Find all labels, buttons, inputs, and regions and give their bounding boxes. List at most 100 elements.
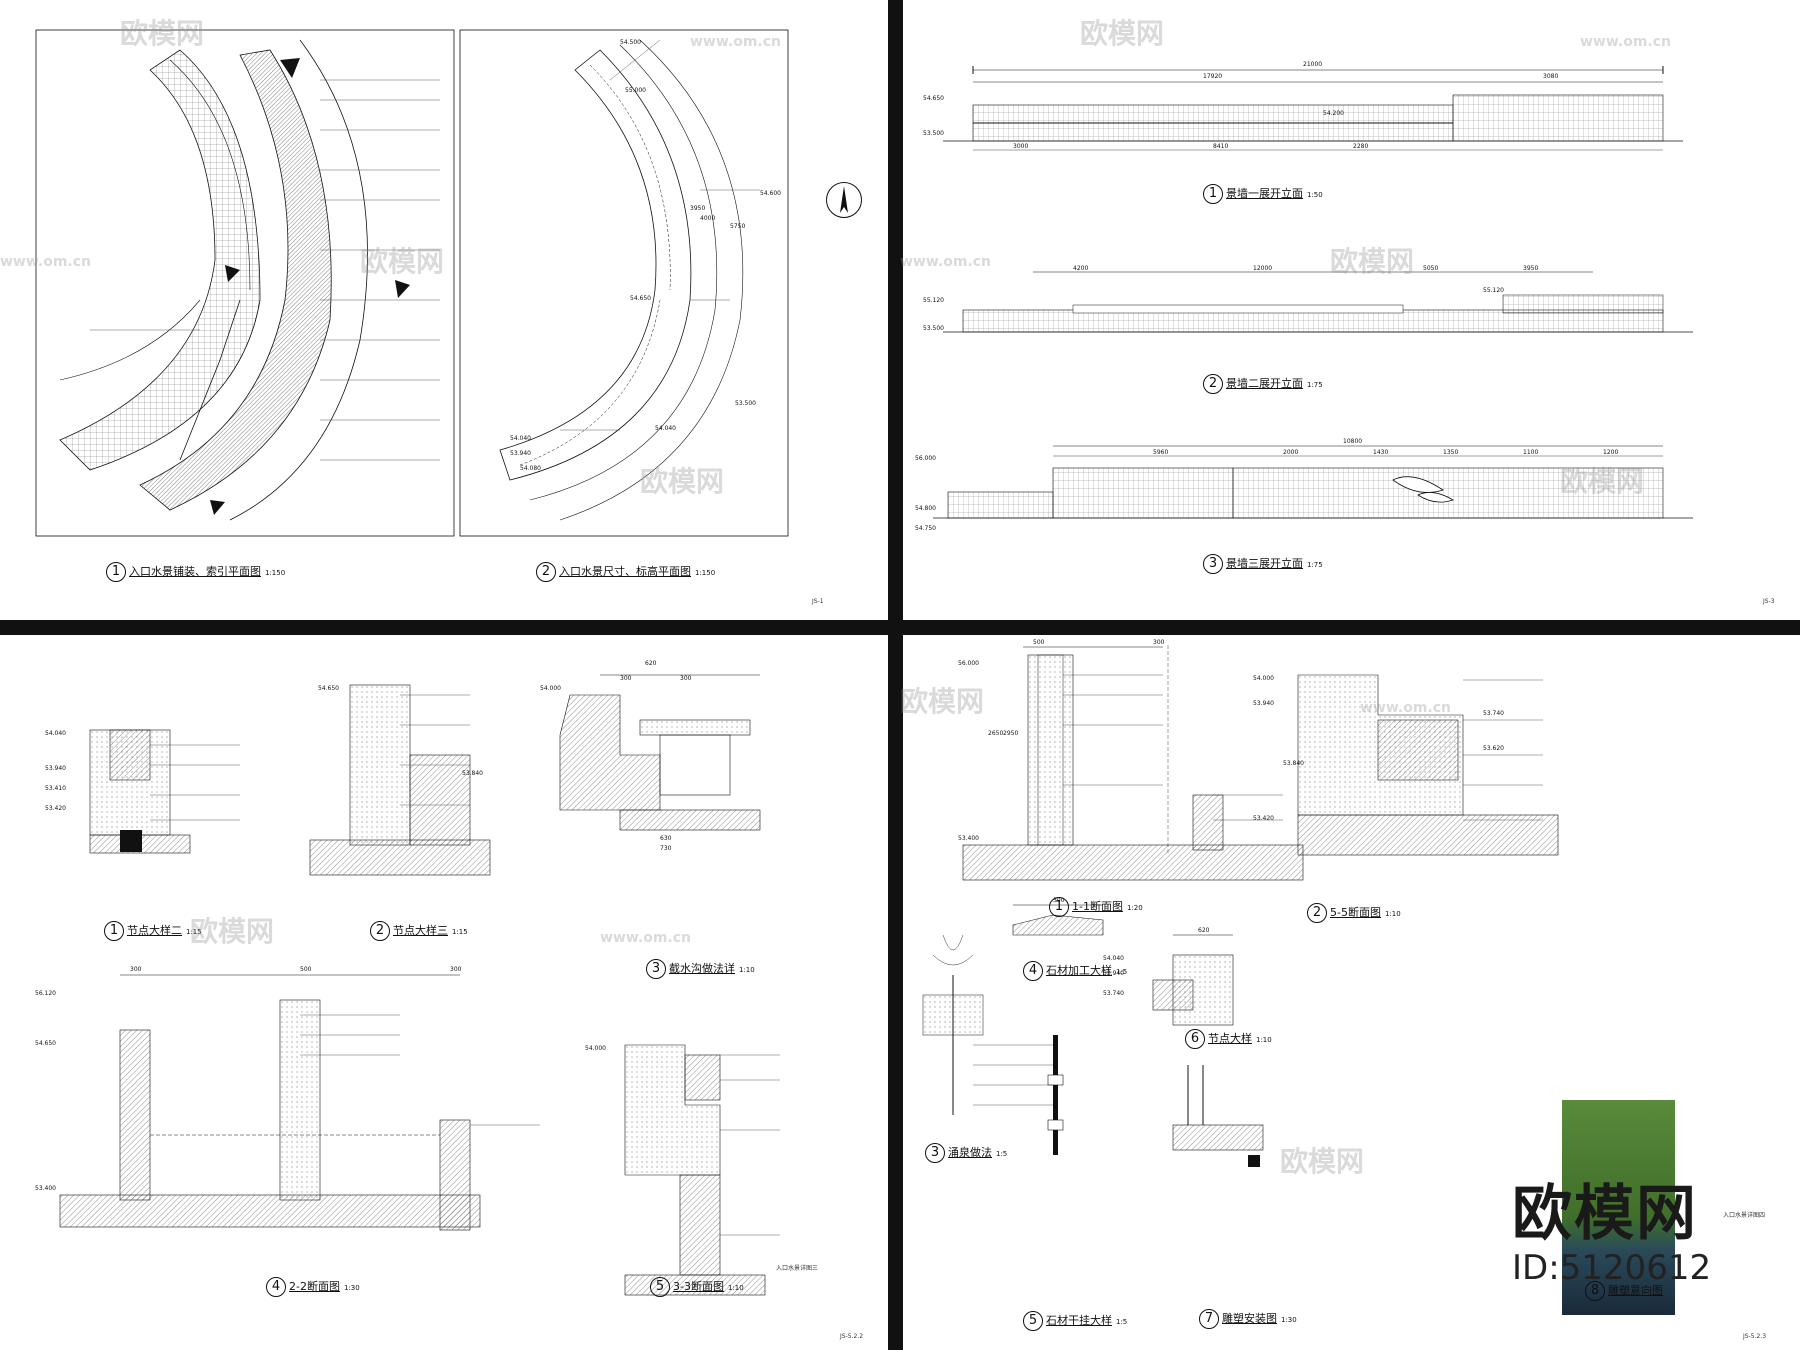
svg-text:300: 300 bbox=[620, 675, 632, 682]
section11-wall bbox=[1027, 654, 1074, 846]
brand-badge: 欧模网 ID:5120612 bbox=[1512, 1165, 1800, 1288]
svg-text:56.000: 56.000 bbox=[958, 660, 979, 667]
svg-text:1430: 1430 bbox=[1373, 449, 1388, 456]
svg-text:17920: 17920 bbox=[1203, 73, 1222, 80]
svg-text:5050: 5050 bbox=[1423, 265, 1438, 272]
svg-text:53.940: 53.940 bbox=[1253, 700, 1274, 707]
svg-text:5960: 5960 bbox=[1153, 449, 1168, 456]
watermark-url: www.om.cn bbox=[900, 254, 992, 270]
svg-text:55.120: 55.120 bbox=[1483, 287, 1504, 294]
svg-text:620: 620 bbox=[645, 660, 657, 667]
fountain-spray bbox=[932, 934, 974, 966]
svg-text:2650: 2650 bbox=[988, 730, 1003, 737]
svg-text:1350: 1350 bbox=[1443, 449, 1458, 456]
svg-text:53.400: 53.400 bbox=[35, 1185, 56, 1192]
svg-text:54.650: 54.650 bbox=[318, 685, 339, 692]
svg-text:2280: 2280 bbox=[1353, 143, 1368, 150]
svg-text:54.000: 54.000 bbox=[585, 1045, 606, 1052]
wall-3-right bbox=[1232, 467, 1664, 519]
svg-text:54.040: 54.040 bbox=[45, 730, 66, 737]
svg-text:53.940: 53.940 bbox=[1103, 970, 1124, 977]
elevation-drawings: 21000 17920 3080 3000 8410 2280 54.650 5… bbox=[915, 61, 1693, 532]
wall-1-right bbox=[1452, 94, 1664, 142]
svg-text:53.940: 53.940 bbox=[510, 450, 531, 457]
svg-text:53.500: 53.500 bbox=[735, 400, 756, 407]
svg-text:4200: 4200 bbox=[1073, 265, 1088, 272]
sheet-number: JS-5.2.2 bbox=[840, 1333, 864, 1340]
svg-text:3950: 3950 bbox=[690, 205, 705, 212]
plan1-frame bbox=[35, 29, 455, 537]
sheet-number: JS-5.2.3 bbox=[1743, 1333, 1767, 1340]
stone-profile bbox=[1012, 914, 1104, 936]
sheet-caption: 入口水景详图四 bbox=[1723, 1212, 1766, 1219]
svg-text:56.120: 56.120 bbox=[35, 990, 56, 997]
watermark-url: www.om.cn bbox=[0, 254, 92, 270]
watermark-url: www.om.cn bbox=[690, 34, 782, 50]
svg-text:10800: 10800 bbox=[1343, 438, 1362, 445]
svg-text:54.040: 54.040 bbox=[510, 435, 531, 442]
svg-text:56.000: 56.000 bbox=[915, 455, 936, 462]
svg-text:5750: 5750 bbox=[730, 223, 745, 230]
svg-text:53.740: 53.740 bbox=[1103, 990, 1124, 997]
watermark-url: www.om.cn bbox=[600, 930, 692, 946]
svg-text:300: 300 bbox=[130, 966, 142, 973]
sheet-4-details: 500 300 56.000 53.400 2650 2950 54.000 5… bbox=[903, 635, 1800, 1350]
svg-text:3950: 3950 bbox=[1523, 265, 1538, 272]
svg-text:53.420: 53.420 bbox=[45, 805, 66, 812]
watermark-url: www.om.cn bbox=[1580, 34, 1672, 50]
plan2-outline bbox=[499, 49, 692, 481]
dry-hang-bracket bbox=[1053, 1035, 1058, 1155]
svg-text:730: 730 bbox=[660, 845, 672, 852]
svg-text:54.000: 54.000 bbox=[540, 685, 561, 692]
detail-drawings-3: 54.040 53.940 53.410 53.420 54.650 53.84… bbox=[35, 660, 780, 1296]
svg-text:53.500: 53.500 bbox=[923, 325, 944, 332]
svg-text:54.080: 54.080 bbox=[520, 465, 541, 472]
svg-text:53.400: 53.400 bbox=[958, 835, 979, 842]
sculpture-thumbnail bbox=[1562, 1100, 1675, 1315]
svg-text:300: 300 bbox=[450, 966, 462, 973]
svg-text:53.840: 53.840 bbox=[1283, 760, 1304, 767]
svg-text:54.650: 54.650 bbox=[630, 295, 651, 302]
section22-wall-center bbox=[279, 999, 321, 1201]
svg-text:500: 500 bbox=[1033, 639, 1045, 646]
svg-text:53.500: 53.500 bbox=[923, 130, 944, 137]
svg-text:54.650: 54.650 bbox=[923, 95, 944, 102]
svg-text:54.500: 54.500 bbox=[620, 39, 641, 46]
svg-text:21000: 21000 bbox=[1303, 61, 1322, 68]
wall-2 bbox=[962, 309, 1664, 333]
svg-text:500: 500 bbox=[300, 966, 312, 973]
detail3-trench bbox=[559, 694, 661, 811]
svg-text:54.800: 54.800 bbox=[915, 505, 936, 512]
wall-3-left bbox=[1052, 467, 1234, 519]
svg-text:300: 300 bbox=[1153, 639, 1165, 646]
svg-text:54.650: 54.650 bbox=[35, 1040, 56, 1047]
section22-wall-left bbox=[119, 1029, 151, 1201]
svg-text:53.420: 53.420 bbox=[1253, 815, 1274, 822]
svg-text:53.620: 53.620 bbox=[1483, 745, 1504, 752]
svg-text:630: 630 bbox=[660, 835, 672, 842]
svg-text:12000: 12000 bbox=[1253, 265, 1272, 272]
svg-text:300: 300 bbox=[680, 675, 692, 682]
section-marker-1 bbox=[280, 58, 300, 78]
svg-text:55.000: 55.000 bbox=[625, 87, 646, 94]
svg-text:3000: 3000 bbox=[1013, 143, 1028, 150]
brand-id: ID:5120612 bbox=[1512, 1248, 1712, 1288]
north-arrow-icon bbox=[826, 182, 862, 218]
svg-text:620: 620 bbox=[1198, 927, 1210, 934]
plan-drawings: 54.500 3950 4000 54.600 54.650 54.040 53… bbox=[35, 29, 789, 537]
